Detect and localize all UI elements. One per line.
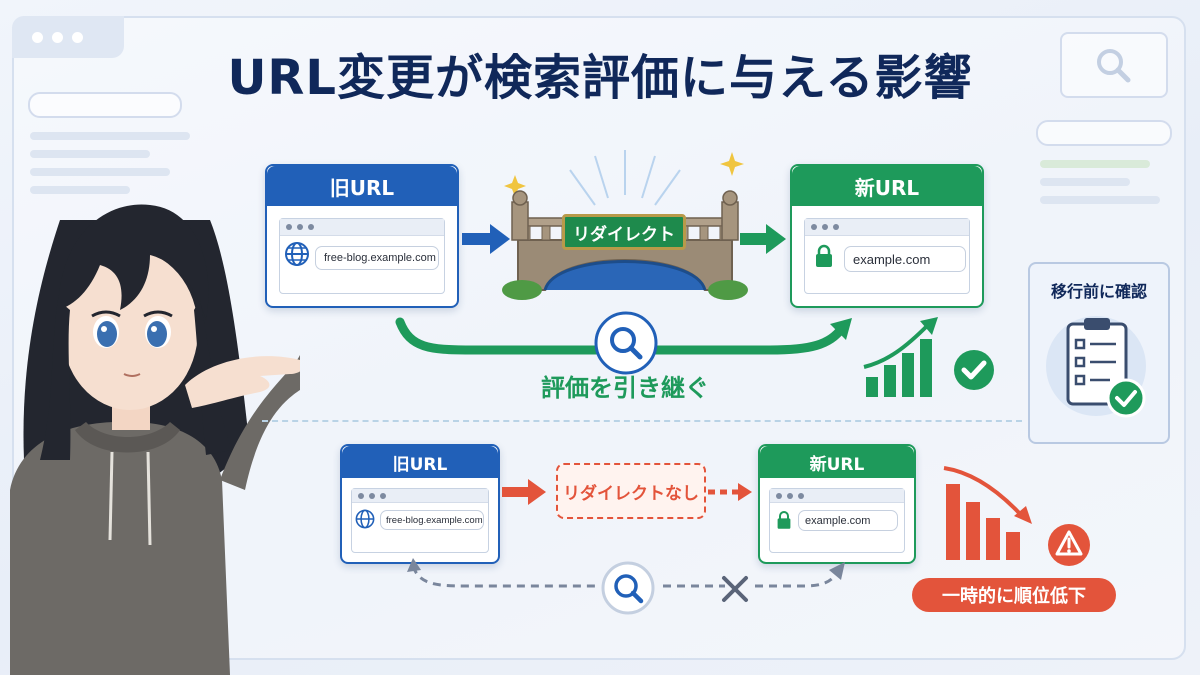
- ranking-drop-badge: 一時的に順位低下: [912, 578, 1116, 612]
- arrow-right-icon: [502, 479, 546, 505]
- section-divider: [262, 420, 1022, 422]
- falling-chart-icon: [943, 466, 1032, 560]
- arrow-right-icon: [462, 224, 510, 254]
- no-redirect-label: リダイレクトなし: [556, 463, 706, 519]
- cross-icon: [722, 576, 748, 602]
- new-url-field: example.com: [798, 510, 898, 531]
- browser-window-bar: [770, 489, 904, 503]
- sparkle-icon: [720, 152, 744, 176]
- old-url-field: free-blog.example.com: [380, 510, 484, 530]
- search-icon: [601, 561, 655, 615]
- new-url-card: 新URL example.com: [790, 164, 984, 308]
- background-search-bar: [28, 92, 182, 118]
- new-url-card-header: 新URL: [760, 446, 914, 478]
- checklist-title: 移行前に確認: [1050, 282, 1147, 301]
- inherit-caption: 評価を引き継ぐ: [541, 374, 709, 402]
- warning-icon: [1048, 524, 1090, 566]
- globe-icon: [355, 509, 375, 529]
- new-url-card: 新URL example.com: [758, 444, 916, 564]
- background-window-dot: [72, 32, 83, 43]
- page-title: URL変更が検索評価に与える影響: [227, 50, 973, 106]
- background-window-dot: [32, 32, 43, 43]
- background-browser-tab: [12, 16, 124, 58]
- background-text-line: [30, 132, 190, 140]
- background-text-line: [30, 186, 130, 194]
- arrow-right-icon: [740, 224, 786, 254]
- background-text-line: [1040, 178, 1130, 186]
- broken-flow-arrow: [407, 558, 845, 588]
- old-url-card: 旧URL free-blog.example.com: [265, 164, 459, 308]
- background-text-line: [30, 168, 170, 176]
- lock-icon: [816, 244, 832, 267]
- browser-window-bar: [352, 489, 488, 503]
- browser-window-bar: [280, 219, 444, 236]
- lock-icon: [777, 511, 791, 529]
- check-icon: [954, 350, 994, 390]
- search-icon: [594, 311, 658, 375]
- clipboard-icon: [1046, 316, 1146, 418]
- new-url-field: example.com: [844, 246, 966, 272]
- background-search-bar: [1036, 120, 1172, 146]
- background-text-line: [1040, 160, 1150, 168]
- presenter-illustration: [10, 204, 300, 675]
- old-url-card-header: 旧URL: [342, 446, 498, 478]
- dashed-arrow-icon: [708, 483, 752, 501]
- browser-window-bar: [805, 219, 969, 236]
- old-url-card: 旧URL free-blog.example.com: [340, 444, 500, 564]
- background-text-line: [30, 150, 150, 158]
- old-url-card-header: 旧URL: [267, 166, 457, 206]
- checklist-panel: 移行前に確認: [1028, 262, 1170, 444]
- rising-chart-icon: [863, 317, 938, 397]
- background-text-line: [1040, 196, 1160, 204]
- old-url-field: free-blog.example.com: [315, 246, 439, 270]
- background-window-dot: [52, 32, 63, 43]
- new-url-card-header: 新URL: [792, 166, 982, 206]
- redirect-sign: リダイレクト: [562, 214, 686, 250]
- sparkle-icon: [504, 175, 526, 197]
- globe-icon: [285, 242, 309, 266]
- background-search-box: [1060, 32, 1168, 98]
- background-search-icon: [1097, 49, 1131, 83]
